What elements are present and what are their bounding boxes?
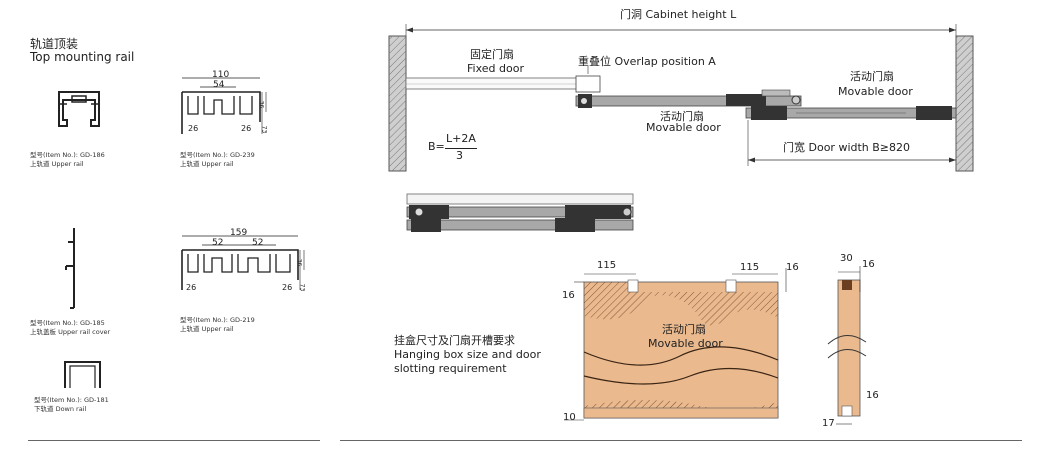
hanging-title-en-2: slotting requirement: [394, 362, 507, 375]
profile-gd186-drawing: [58, 91, 100, 127]
formula-bar: [445, 148, 477, 149]
gd186-name: 上轨道 Upper rail: [30, 160, 84, 168]
gd219-name: 上轨道 Upper rail: [180, 325, 234, 333]
gd219-h2: 73: [298, 283, 306, 292]
gd219-h1: 36: [295, 258, 303, 267]
formula-numerator: L+2A: [446, 132, 476, 145]
door-width-label: 门宽 Door width B≥820: [783, 141, 911, 154]
dim-115-right: 115: [740, 262, 760, 273]
gd239-inner: 54: [213, 80, 225, 90]
gd239-left: 26: [188, 124, 199, 133]
dim-10: 10: [563, 412, 576, 423]
gd219-inner2: 52: [252, 238, 264, 248]
cabinet-diagram: [388, 24, 974, 172]
gd219-inner1: 52: [212, 238, 224, 248]
movable-mid-cn: 活动门扇: [660, 110, 704, 123]
gd239-width: 110: [212, 70, 230, 80]
dim-16-left: 16: [562, 290, 575, 301]
gd185-name: 上轨盖板 Upper rail cover: [30, 328, 111, 336]
gd219-right: 26: [282, 283, 293, 292]
gd239-name: 上轨道 Upper rail: [180, 160, 234, 168]
gd219-width: 159: [230, 228, 248, 238]
door-slot-drawing: [564, 268, 787, 421]
left-divider: [28, 440, 320, 441]
overlap-label: 重叠位 Overlap position A: [578, 55, 716, 68]
gd239-right: 26: [241, 124, 252, 133]
hanging-title-en-1: Hanging box size and door: [394, 348, 541, 361]
fixed-door-cn: 固定门扇: [470, 48, 514, 61]
gd181-item: 型号(Item No.): GD-181: [34, 396, 109, 404]
gd239-item: 型号(Item No.): GD-239: [180, 151, 255, 159]
cabinet-height-label: 门洞 Cabinet height L: [620, 8, 737, 21]
hanging-title-cn: 挂盒尺寸及门扇开槽要求: [394, 334, 515, 347]
dim-16-top-right: 16: [786, 262, 799, 273]
profile-gd185-drawing: [65, 228, 75, 309]
gd181-name: 下轨道 Down rail: [34, 405, 87, 413]
gd186-item: 型号(Item No.): GD-186: [30, 151, 105, 159]
formula-prefix: B=: [428, 140, 445, 153]
section-title-en: Top mounting rail: [30, 50, 135, 64]
gd239-h2: 73: [260, 125, 268, 134]
side-dim-16-bottom: 16: [866, 390, 879, 401]
side-dim-16-top: 16: [862, 259, 875, 270]
door-assembly-drawing: [406, 193, 634, 232]
door-side-drawing: [827, 266, 867, 425]
profile-gd239-drawing: [181, 77, 267, 134]
profile-gd219-drawing: [181, 235, 305, 290]
gd219-left: 26: [186, 283, 197, 292]
door-label-en: Movable door: [648, 337, 723, 350]
gd239-h1: 36: [257, 100, 265, 109]
movable-right-en: Movable door: [838, 85, 913, 98]
movable-mid-en: Movable door: [646, 121, 721, 134]
formula-denominator: 3: [456, 149, 463, 162]
door-label-cn: 活动门扇: [662, 323, 706, 336]
dim-115-left: 115: [597, 260, 617, 271]
gd219-item: 型号(Item No.): GD-219: [180, 316, 255, 324]
movable-right-cn: 活动门扇: [850, 70, 894, 83]
right-divider: [340, 440, 1022, 441]
side-dim-30: 30: [840, 253, 853, 264]
profile-gd181-drawing: [64, 361, 101, 388]
fixed-door-en: Fixed door: [467, 62, 524, 75]
side-dim-17: 17: [822, 418, 835, 429]
gd185-item: 型号(Item No.): GD-185: [30, 319, 105, 327]
section-title-cn: 轨道顶装: [30, 37, 79, 51]
